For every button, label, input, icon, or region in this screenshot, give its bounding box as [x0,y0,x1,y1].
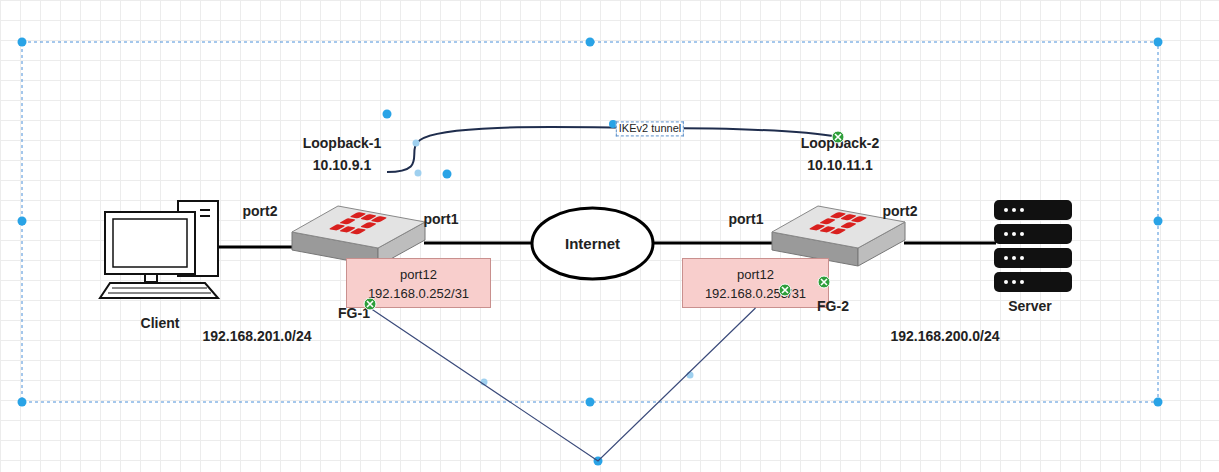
text-label: Loopback-1 [303,135,382,152]
node-title: port12 [683,265,828,284]
port-box: port12192.168.0.252/31 [346,258,491,308]
node-title: port12 [347,265,490,284]
client-computer [100,201,218,298]
text-label: FG-1 [338,305,370,322]
selection-frame [22,42,1158,402]
text-label: port2 [883,203,918,220]
text-label: Server [1008,298,1052,315]
firewall-device [292,206,425,266]
tunnel-label: IKEv2 tunnel [616,121,684,136]
text-label: 10.10.9.1 [313,157,371,174]
text-label: Loopback-2 [801,135,880,152]
internet-cloud: Internet [530,206,655,281]
server-icon [994,200,1072,292]
port-box: port12192.168.0.253/31 [682,258,829,308]
selection-handles [18,38,1163,466]
node-title: Internet [565,235,620,252]
text-label: Client [141,315,180,332]
text-label: FG-2 [817,298,849,315]
text-label: 192.168.200.0/24 [891,328,1000,345]
node-text: 192.168.0.252/31 [347,284,490,303]
connection-marker [364,131,844,310]
text-label: 10.10.11.1 [807,157,872,174]
text-label: port1 [424,211,459,228]
text-label: 192.168.201.0/24 [203,328,312,345]
text-label: port1 [729,211,764,228]
connector-line [370,308,756,461]
tunnel-curve [387,127,838,172]
text-label: port2 [243,203,278,220]
node-text: 192.168.0.253/31 [683,284,828,303]
